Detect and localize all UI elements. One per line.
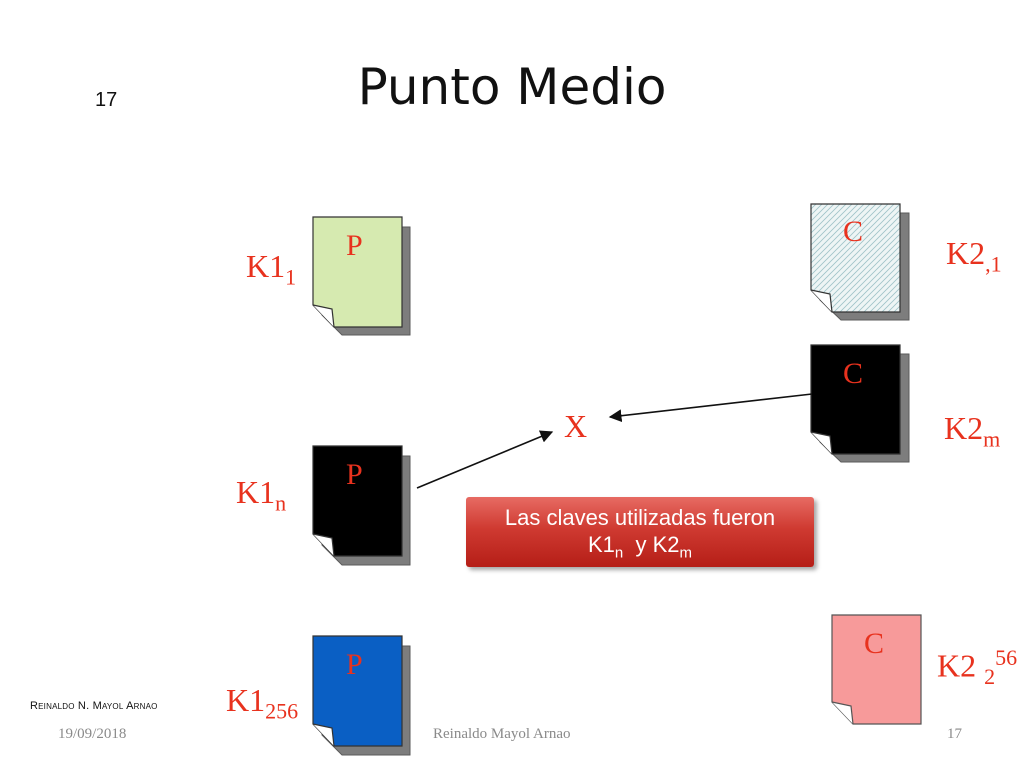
footer-page: 17 [947,726,962,742]
document-c-bottom [831,614,922,725]
page-title: Punto Medio [357,58,667,116]
label-k2-m: K2m [944,410,1001,452]
label-k2-256: K2 256 [937,645,1018,690]
label-k2-1: K2,1 [946,235,1002,277]
doc-letter-p-top: P [346,229,363,262]
arrow-k2m-to-x [608,393,813,423]
doc-letter-p-bottom: P [346,648,363,681]
author-small-caps: Reinaldo N. Mayol Arnao [30,700,158,712]
label-k1-256: K1256 [226,682,299,724]
document-p-mid-body [312,445,403,557]
document-p-bottom-body [312,635,403,747]
document-c-bottom-body [831,614,922,725]
slide-number-top: 17 [95,89,118,111]
arrow-k1n-to-x [416,430,554,489]
document-c-top [810,203,910,321]
doc-letter-c-bottom: C [864,627,885,660]
document-c-mid [810,344,910,463]
document-c-mid-body [810,344,901,455]
document-p-top [312,216,411,336]
doc-letter-p-mid: P [346,458,363,491]
document-p-bottom [312,635,411,756]
doc-letter-c-top: C [843,215,864,248]
footer-author: Reinaldo Mayol Arnao [433,726,571,742]
callout-line2: K1n y K2m [587,532,693,562]
footer-date: 19/09/2018 [58,726,127,742]
document-c-top-body [810,203,901,313]
document-p-top-body [312,216,403,328]
callout-line1: Las claves utilizadas fueron [504,505,776,530]
label-k1-n: K1n [236,474,287,516]
doc-letter-c-mid: C [843,357,864,390]
callout-box: Las claves utilizadas fueron K1n y K2m [466,497,814,567]
label-k1-1: K11 [246,248,297,290]
document-p-mid [312,445,411,566]
midpoint-x-label: X [564,408,588,444]
